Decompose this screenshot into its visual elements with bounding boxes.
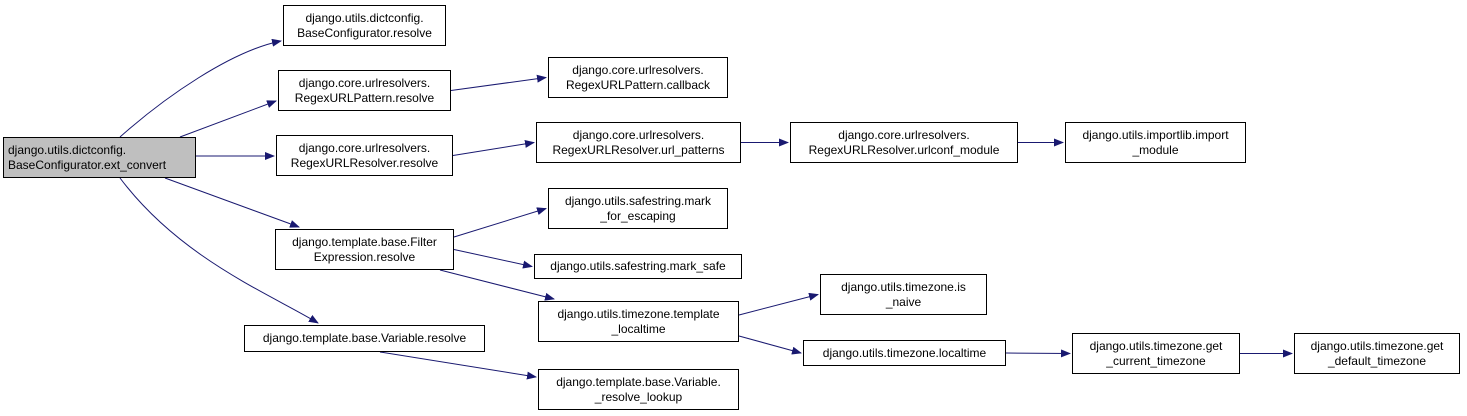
node-label-line: _module <box>1132 142 1179 157</box>
node-label-line: RegexURLResolver.urlconf_module <box>808 142 1000 157</box>
node-label-line: django.utils.safestring.mark_safe <box>550 259 726 273</box>
edge-n13-n14 <box>1005 349 1071 358</box>
graph-node[interactable]: django.core.urlresolvers.RegexURLResolve… <box>276 135 453 176</box>
node-label-line: django.utils.timezone.is <box>841 279 966 294</box>
graph-node[interactable]: django.core.urlresolvers.RegexURLPattern… <box>278 70 451 111</box>
edge-layer <box>119 38 1293 380</box>
node-label-line: _resolve_lookup <box>594 389 683 404</box>
node-label-line: django.template.base.Variable. <box>556 374 721 389</box>
edge-n4-n5 <box>452 139 535 156</box>
node-label-line: django.core.urlresolvers. <box>298 75 431 90</box>
edge-n0-n8 <box>164 177 300 228</box>
edge-n0-n2 <box>179 100 277 138</box>
edge-n0-n1 <box>119 38 282 138</box>
node-label-line: django.utils.dictconfig. <box>305 10 424 25</box>
graph-node[interactable]: django.utils.safestring.mark_safe <box>534 254 742 279</box>
edge-n11-n13 <box>738 335 802 355</box>
root-node[interactable]: django.utils.dictconfig.BaseConfigurator… <box>3 137 196 178</box>
graph-node[interactable]: django.utils.timezone.get_current_timezo… <box>1072 333 1240 374</box>
node-label-line: _for_escaping <box>600 208 676 223</box>
node-label-line: django.utils.safestring.mark <box>564 193 712 208</box>
graph-node[interactable]: django.core.urlresolvers.RegexURLResolve… <box>536 122 741 163</box>
edge-n8-n11 <box>439 269 555 301</box>
graph-node[interactable]: django.utils.timezone.template_localtime <box>538 301 739 342</box>
edge-n2-n3 <box>450 74 547 91</box>
node-label-line: django.utils.importlib.import <box>1082 127 1229 142</box>
graph-node[interactable]: django.template.base.Variable._resolve_l… <box>538 369 739 410</box>
graph-node[interactable]: django.utils.timezone.get_default_timezo… <box>1294 333 1460 374</box>
node-label-line: _current_timezone <box>1106 353 1206 368</box>
node-label-line: _localtime <box>611 321 666 336</box>
node-label-line: RegexURLPattern.resolve <box>294 90 435 105</box>
node-label-line: Expression.resolve <box>313 249 416 264</box>
node-label-line: RegexURLResolver.resolve <box>290 155 439 170</box>
node-label-line: RegexURLPattern.callback <box>565 77 711 92</box>
node-label-line: django.utils.timezone.get <box>1089 338 1223 353</box>
node-label-line: _naive <box>885 294 922 309</box>
edge-n8-n10 <box>453 249 533 269</box>
node-label-line: django.utils.timezone.localtime <box>822 345 987 360</box>
node-label-line: django.utils.timezone.template <box>557 306 720 321</box>
node-label-line: BaseConfigurator.resolve <box>297 25 432 40</box>
edge-n8-n9 <box>453 207 547 238</box>
node-label-line: django.core.urlresolvers. <box>572 62 704 77</box>
node-label-line: django.core.urlresolvers. <box>572 127 705 142</box>
graph-node[interactable]: django.utils.timezone.localtime <box>803 340 1006 366</box>
node-label-line: BaseConfigurator.ext_convert <box>8 157 167 172</box>
node-label-line: django.utils.dictconfig. <box>8 142 127 157</box>
graph-node[interactable]: django.template.base.Variable.resolve <box>244 325 485 352</box>
graph-node[interactable]: django.core.urlresolvers.RegexURLPattern… <box>548 57 728 98</box>
node-label-line: django.template.base.Variable.resolve <box>262 331 467 345</box>
node-label-line: django.core.urlresolvers. <box>298 140 431 155</box>
node-label-line: RegexURLResolver.url_patterns <box>552 142 725 157</box>
graph-node[interactable]: django.utils.safestring.mark_for_escapin… <box>548 188 728 229</box>
node-label-line: _default_timezone <box>1327 353 1427 368</box>
node-label-line: django.template.base.Filter <box>292 234 437 249</box>
graph-node[interactable]: django.utils.dictconfig.BaseConfigurator… <box>283 5 446 46</box>
node-label-line: django.utils.timezone.get <box>1310 338 1444 353</box>
graph-node[interactable]: django.utils.timezone.is_naive <box>820 274 987 315</box>
edge-n16-n17 <box>379 351 537 380</box>
graph-node[interactable]: django.core.urlresolvers.RegexURLResolve… <box>790 122 1018 163</box>
node-label-line: django.core.urlresolvers. <box>838 127 970 142</box>
edge-n11-n12 <box>738 292 819 316</box>
edge-n0-n16 <box>119 177 319 324</box>
graph-node[interactable]: django.utils.importlib.import_module <box>1065 122 1246 163</box>
